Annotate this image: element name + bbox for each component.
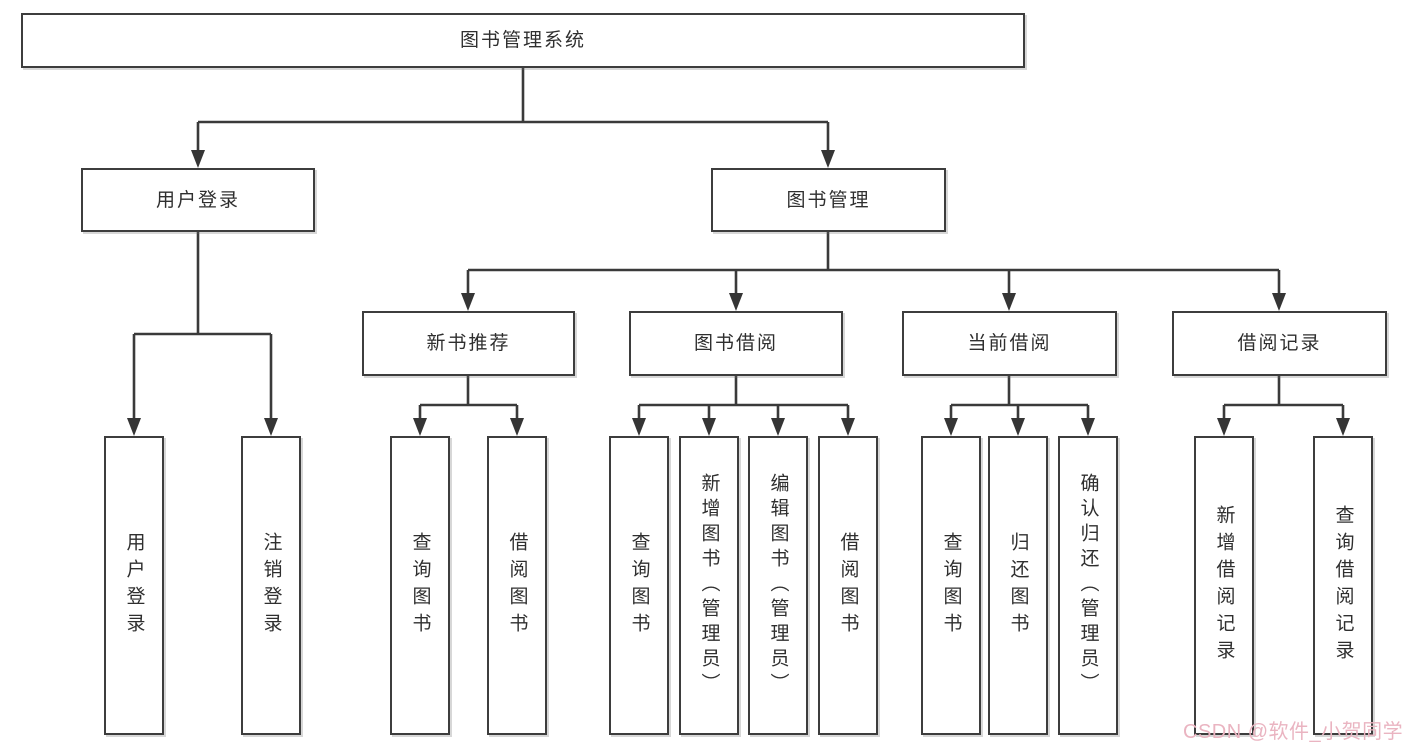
leaf-label: 注销登录 — [260, 531, 282, 640]
leaf-logout: 注销登录 — [241, 436, 301, 735]
leaf-confirm-return-admin: 确认归还（管理员） — [1058, 436, 1118, 735]
node-label: 图书管理系统 — [459, 30, 586, 51]
leaf-query-books-recommend: 查询图书 — [390, 436, 450, 735]
leaf-user-login: 用户登录 — [104, 436, 164, 735]
node-book-borrow: 图书借阅 — [629, 311, 843, 376]
node-label: 图书借阅 — [693, 333, 778, 354]
leaf-label: 借阅图书 — [506, 531, 528, 640]
leaf-label: 确认归还（管理员） — [1077, 473, 1099, 698]
node-user-login: 用户登录 — [81, 168, 315, 232]
leaf-label: 新增借阅记录 — [1213, 504, 1235, 667]
node-label: 借阅记录 — [1237, 333, 1322, 354]
node-book-management: 图书管理 — [711, 168, 946, 232]
leaf-label: 查询图书 — [940, 531, 962, 640]
leaf-label: 编辑图书（管理员） — [767, 473, 789, 698]
node-label: 当前借阅 — [967, 333, 1052, 354]
node-library-management-system: 图书管理系统 — [21, 13, 1025, 68]
leaf-label: 用户登录 — [123, 531, 145, 640]
leaf-label: 查询图书 — [628, 531, 650, 640]
leaf-borrow-books-recommend: 借阅图书 — [487, 436, 547, 735]
leaf-label: 归还图书 — [1007, 531, 1029, 640]
leaf-label: 查询借阅记录 — [1332, 504, 1354, 667]
leaf-query-books-borrow: 查询图书 — [609, 436, 669, 735]
leaf-add-book-admin: 新增图书（管理员） — [679, 436, 739, 735]
csdn-watermark: CSDN @软件_小贺同学 — [1183, 721, 1404, 743]
node-label: 图书管理 — [786, 189, 871, 211]
node-label: 用户登录 — [155, 189, 240, 211]
node-label: 新书推荐 — [426, 333, 511, 354]
leaf-edit-book-admin: 编辑图书（管理员） — [748, 436, 808, 735]
leaf-add-borrow-record: 新增借阅记录 — [1194, 436, 1254, 735]
leaf-query-borrow-record: 查询借阅记录 — [1313, 436, 1373, 735]
leaf-label: 借阅图书 — [837, 531, 859, 640]
leaf-label: 查询图书 — [409, 531, 431, 640]
leaf-borrow-books: 借阅图书 — [818, 436, 878, 735]
leaf-query-books-current: 查询图书 — [921, 436, 981, 735]
leaf-label: 新增图书（管理员） — [698, 473, 720, 698]
leaf-return-book: 归还图书 — [988, 436, 1048, 735]
node-current-borrow: 当前借阅 — [902, 311, 1117, 376]
node-new-book-recommend: 新书推荐 — [362, 311, 575, 376]
node-borrow-records: 借阅记录 — [1172, 311, 1387, 376]
